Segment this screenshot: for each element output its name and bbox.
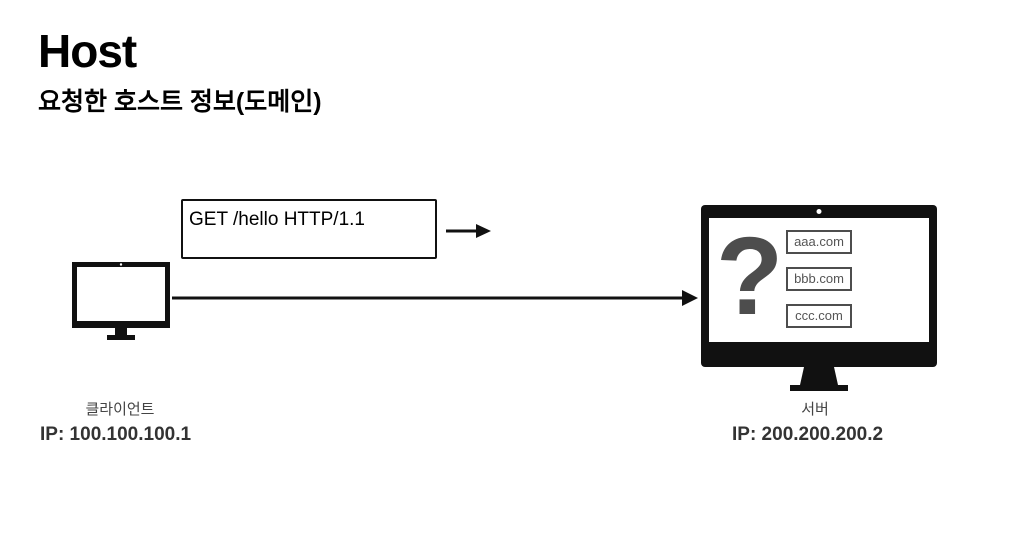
http-request-line: GET /hello HTTP/1.1 bbox=[189, 209, 365, 230]
domain-box-3: ccc.com bbox=[786, 304, 852, 328]
client-label: 클라이언트 bbox=[85, 401, 155, 418]
client-monitor-icon bbox=[72, 262, 170, 340]
http-request-box: GET /hello HTTP/1.1 bbox=[181, 199, 437, 259]
slide-title: Host bbox=[38, 25, 137, 77]
slide-subtitle: 요청한 호스트 정보(도메인) bbox=[38, 88, 322, 116]
domain-box-2: bbb.com bbox=[786, 267, 852, 291]
question-mark-icon: ? bbox=[716, 215, 784, 338]
request-arrow-icon bbox=[446, 224, 491, 238]
domain-box-1: aaa.com bbox=[786, 230, 852, 254]
server-label: 서버 bbox=[801, 401, 829, 418]
client-to-server-arrow bbox=[172, 290, 698, 306]
server-ip: IP: 200.200.200.2 bbox=[732, 424, 884, 445]
client-ip: IP: 100.100.100.1 bbox=[40, 424, 192, 445]
